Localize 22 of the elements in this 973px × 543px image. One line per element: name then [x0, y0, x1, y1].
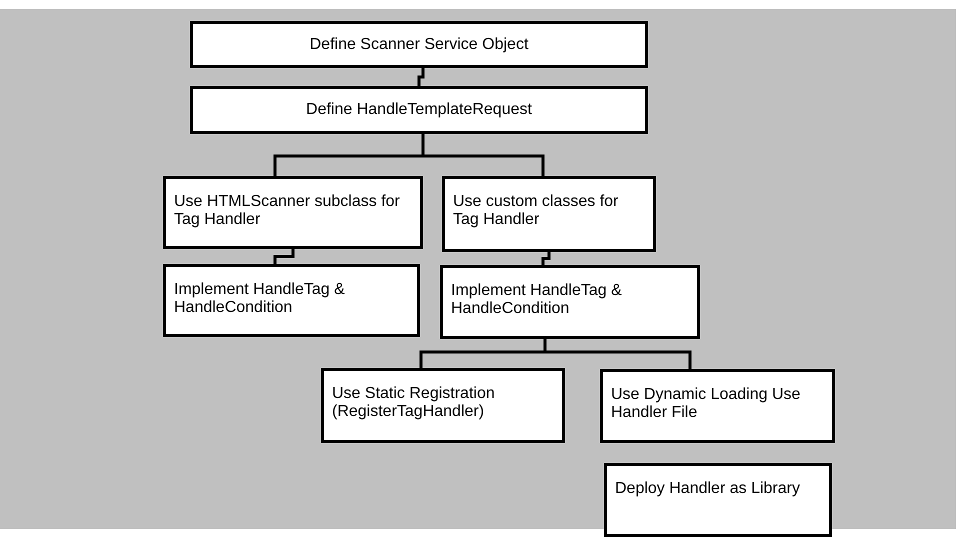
connector-line [544, 339, 692, 369]
process-box [190, 86, 648, 134]
connector-line [418, 68, 424, 86]
process-box [442, 176, 656, 252]
box-label: Use HTMLScanner subclass for Tag Handler [174, 193, 401, 229]
box-label: Define HandleTemplateRequest [306, 101, 532, 119]
process-box [440, 265, 700, 339]
box-label: Implement HandleTag & HandleCondition [451, 282, 623, 318]
connector-line [542, 252, 550, 265]
box-label: Use Dynamic Loading Use Handler File [611, 386, 802, 422]
process-box [163, 264, 420, 337]
box-label: Implement HandleTag & HandleCondition [174, 281, 346, 317]
box-label: Use Static Registration (RegisterTagHandler) [332, 385, 496, 421]
process-box [600, 369, 835, 443]
process-box [163, 176, 423, 249]
box-label: Define Scanner Service Object [310, 36, 528, 54]
process-box [321, 368, 565, 443]
process-box [604, 463, 832, 537]
process-box [190, 21, 648, 68]
connector-line [274, 249, 294, 264]
box-label: Deploy Handler as Library [615, 480, 800, 498]
box-label: Use custom classes for Tag Handler [453, 193, 620, 229]
